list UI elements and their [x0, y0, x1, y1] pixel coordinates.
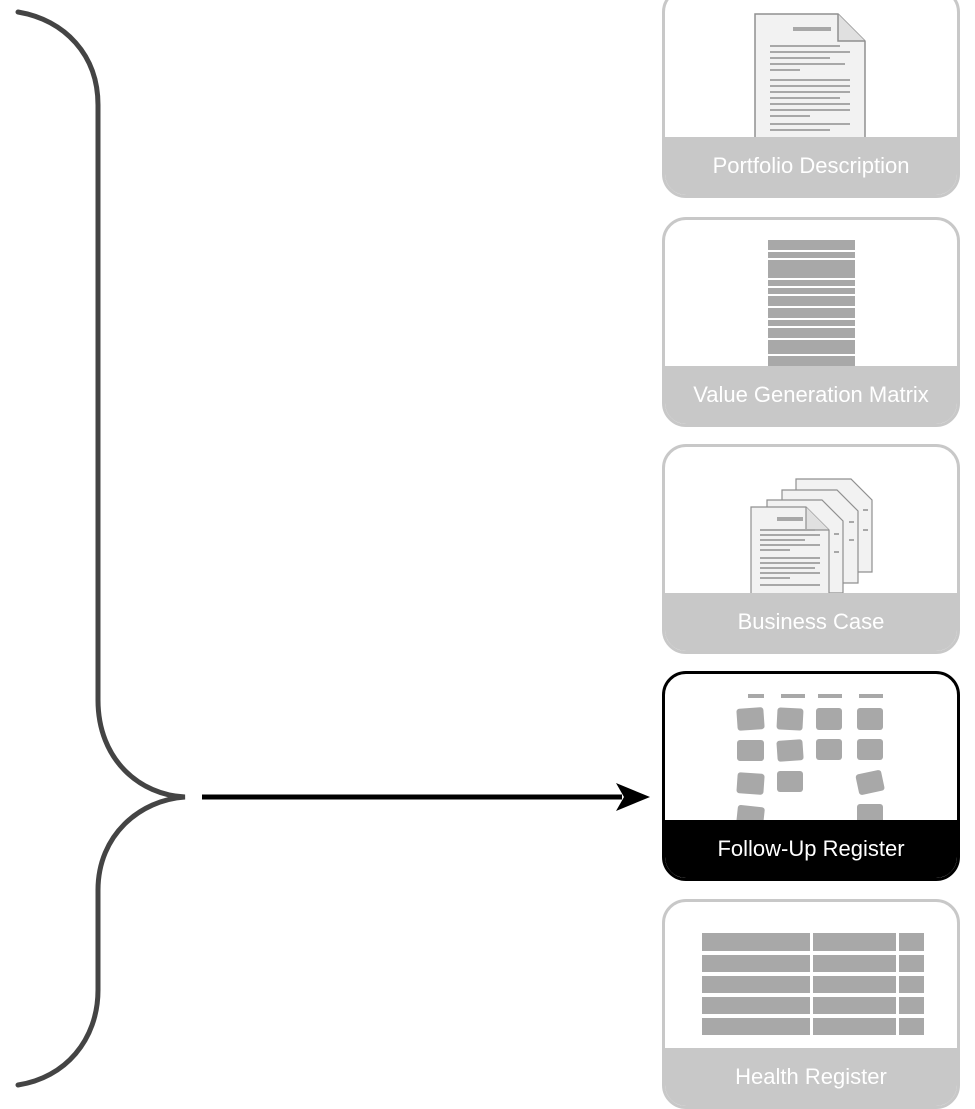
card-business-case[interactable]: Business Case — [662, 444, 960, 654]
card-follow-up-register[interactable]: Follow-Up Register — [662, 671, 960, 881]
card-value-generation-matrix[interactable]: Value Generation Matrix — [662, 217, 960, 427]
document-stack-icon — [750, 478, 873, 593]
card-health-register[interactable]: Health Register — [662, 899, 960, 1109]
card-label: Follow-Up Register — [665, 820, 957, 878]
card-portfolio-description[interactable]: Portfolio Description — [662, 0, 960, 198]
card-label: Health Register — [665, 1048, 957, 1106]
curly-brace — [15, 9, 186, 1088]
card-label: Value Generation Matrix — [665, 366, 957, 424]
document-icon — [754, 13, 866, 137]
kanban-board-icon — [736, 694, 885, 820]
matrix-icon — [768, 240, 855, 366]
connector-arrowhead — [616, 783, 650, 811]
card-label: Portfolio Description — [665, 137, 957, 195]
table-icon — [702, 933, 924, 1035]
card-label: Business Case — [665, 593, 957, 651]
